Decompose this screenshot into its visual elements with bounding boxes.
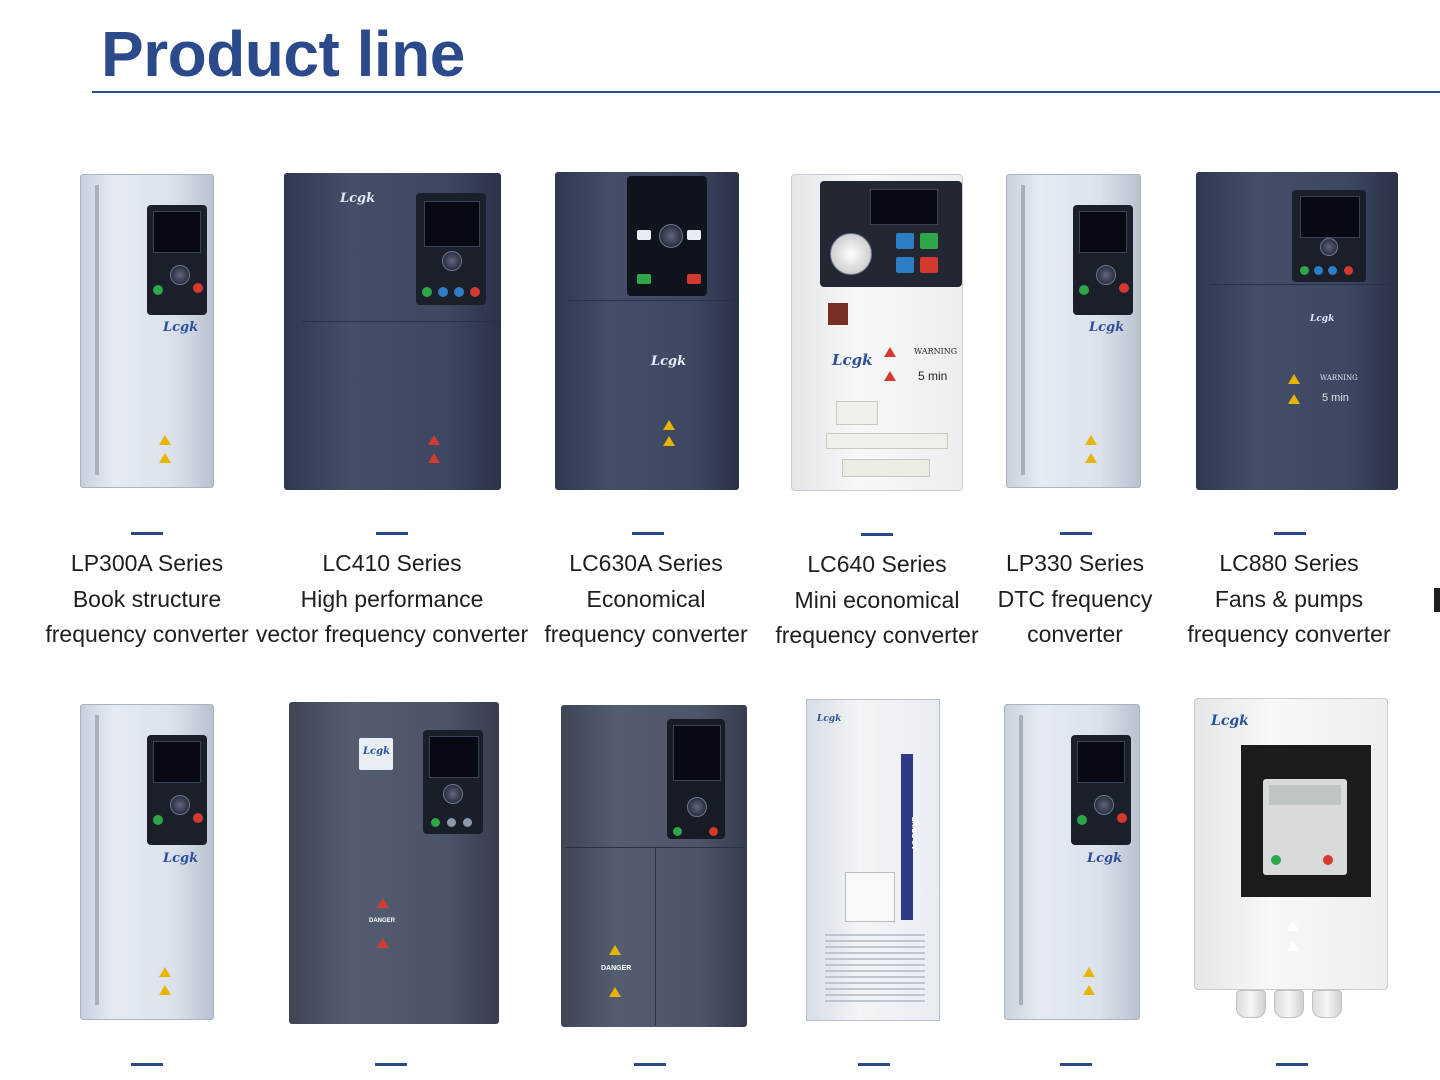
caption-line: High performance [300, 585, 484, 612]
caption-line: frequency converter [544, 621, 748, 647]
brand-logo: Lcgk [340, 191, 376, 206]
caption-series: LP300A Series [70, 550, 224, 576]
cable-gland [1236, 990, 1266, 1018]
caption-lc640: LC640 Series Mini economical frequency c… [770, 547, 984, 654]
caption-series: LC410 Series [322, 550, 462, 576]
caption-lp300a: LP300A Series Book structure frequency c… [40, 546, 254, 653]
caption-series: LC880 Series [1219, 550, 1359, 576]
caption-line: converter [1027, 621, 1123, 647]
cable-gland [1274, 990, 1304, 1018]
caption-lc630a: LC630A Series Economical frequency conve… [540, 546, 752, 653]
caption-series: LC630A Series [569, 550, 723, 576]
caption-dash [861, 533, 893, 536]
caption-line: vector frequency converter [255, 621, 529, 647]
caption-lc880: LC880 Series Fans & pumps frequency conv… [1182, 546, 1396, 653]
caption-dash [1060, 1063, 1092, 1066]
caption-dash [632, 532, 664, 535]
caption-line: frequency converter [775, 622, 979, 648]
danger-label: DANGER [601, 965, 632, 972]
brand-logo: Lcgk [1089, 320, 1125, 335]
product-image-lc410: Lcgk [284, 173, 501, 490]
product-image-row2-1: Lcgk [80, 704, 214, 1020]
danger-label: DANGER [369, 918, 396, 924]
caption-line: Economical [586, 585, 706, 612]
caption-dash [131, 532, 163, 535]
title-divider [92, 91, 1440, 93]
caption-dash [634, 1063, 666, 1066]
product-image-row2-3: DANGER [561, 705, 747, 1027]
caption-line: Book structure [72, 585, 222, 612]
warning-label: WARNING [1320, 374, 1358, 382]
timer-label: 5 min [918, 369, 948, 383]
caption-line: DTC frequency [997, 585, 1153, 612]
caption-dash [376, 532, 408, 535]
brand-logo: Lcgk [163, 851, 199, 866]
page-title: Product line [101, 18, 465, 90]
caption-series: LP330 Series [1005, 550, 1145, 576]
caption-dash [1276, 1063, 1308, 1066]
caption-dash [858, 1063, 890, 1066]
brand-logo: Lcgk [163, 320, 199, 335]
caption-line: frequency converter [1187, 621, 1391, 647]
product-image-lp330: Lcgk [1006, 174, 1141, 488]
caption-lp330: LP330 Series DTC frequency converter [990, 546, 1160, 653]
brand-logo: Lcgk [832, 351, 873, 369]
warning-label: WARNING [914, 347, 958, 356]
brand-logo: Lcgk [1310, 314, 1335, 324]
caption-line: frequency converter [45, 621, 249, 647]
cropped-caption-fragment [1434, 588, 1440, 612]
ac-drive-label: AC DRIVE [912, 816, 920, 851]
caption-lc410: LC410 Series High performance vector fre… [254, 546, 530, 653]
brand-logo: Lcgk [1211, 713, 1249, 729]
brand-logo: Lcgk [651, 354, 687, 369]
product-image-row2-2: Lcgk DANGER [289, 702, 499, 1024]
product-image-row2-5: Lcgk [1004, 704, 1140, 1020]
caption-series: LC640 Series [807, 551, 947, 577]
product-image-row2-6: Lcgk [1194, 698, 1388, 990]
caption-line: Fans & pumps [1214, 585, 1364, 612]
caption-line: Mini economical [794, 586, 960, 613]
product-image-lp300a: Lcgk [80, 174, 214, 488]
brand-logo: Lcgk [363, 746, 391, 757]
product-image-lc880: Lcgk WARNING 5 min [1196, 172, 1398, 490]
product-image-row2-4: Lcgk AC DRIVE [806, 699, 940, 1021]
brand-logo: Lcgk [817, 714, 842, 724]
caption-dash [1060, 532, 1092, 535]
timer-label: 5 min [1322, 392, 1349, 404]
caption-dash [1274, 532, 1306, 535]
product-image-lc630a: Lcgk [555, 172, 739, 490]
caption-dash [131, 1063, 163, 1066]
caption-dash [375, 1063, 407, 1066]
cable-gland [1312, 990, 1342, 1018]
brand-logo: Lcgk [1087, 851, 1123, 866]
product-image-lc640: Lcgk WARNING 5 min [791, 174, 963, 491]
